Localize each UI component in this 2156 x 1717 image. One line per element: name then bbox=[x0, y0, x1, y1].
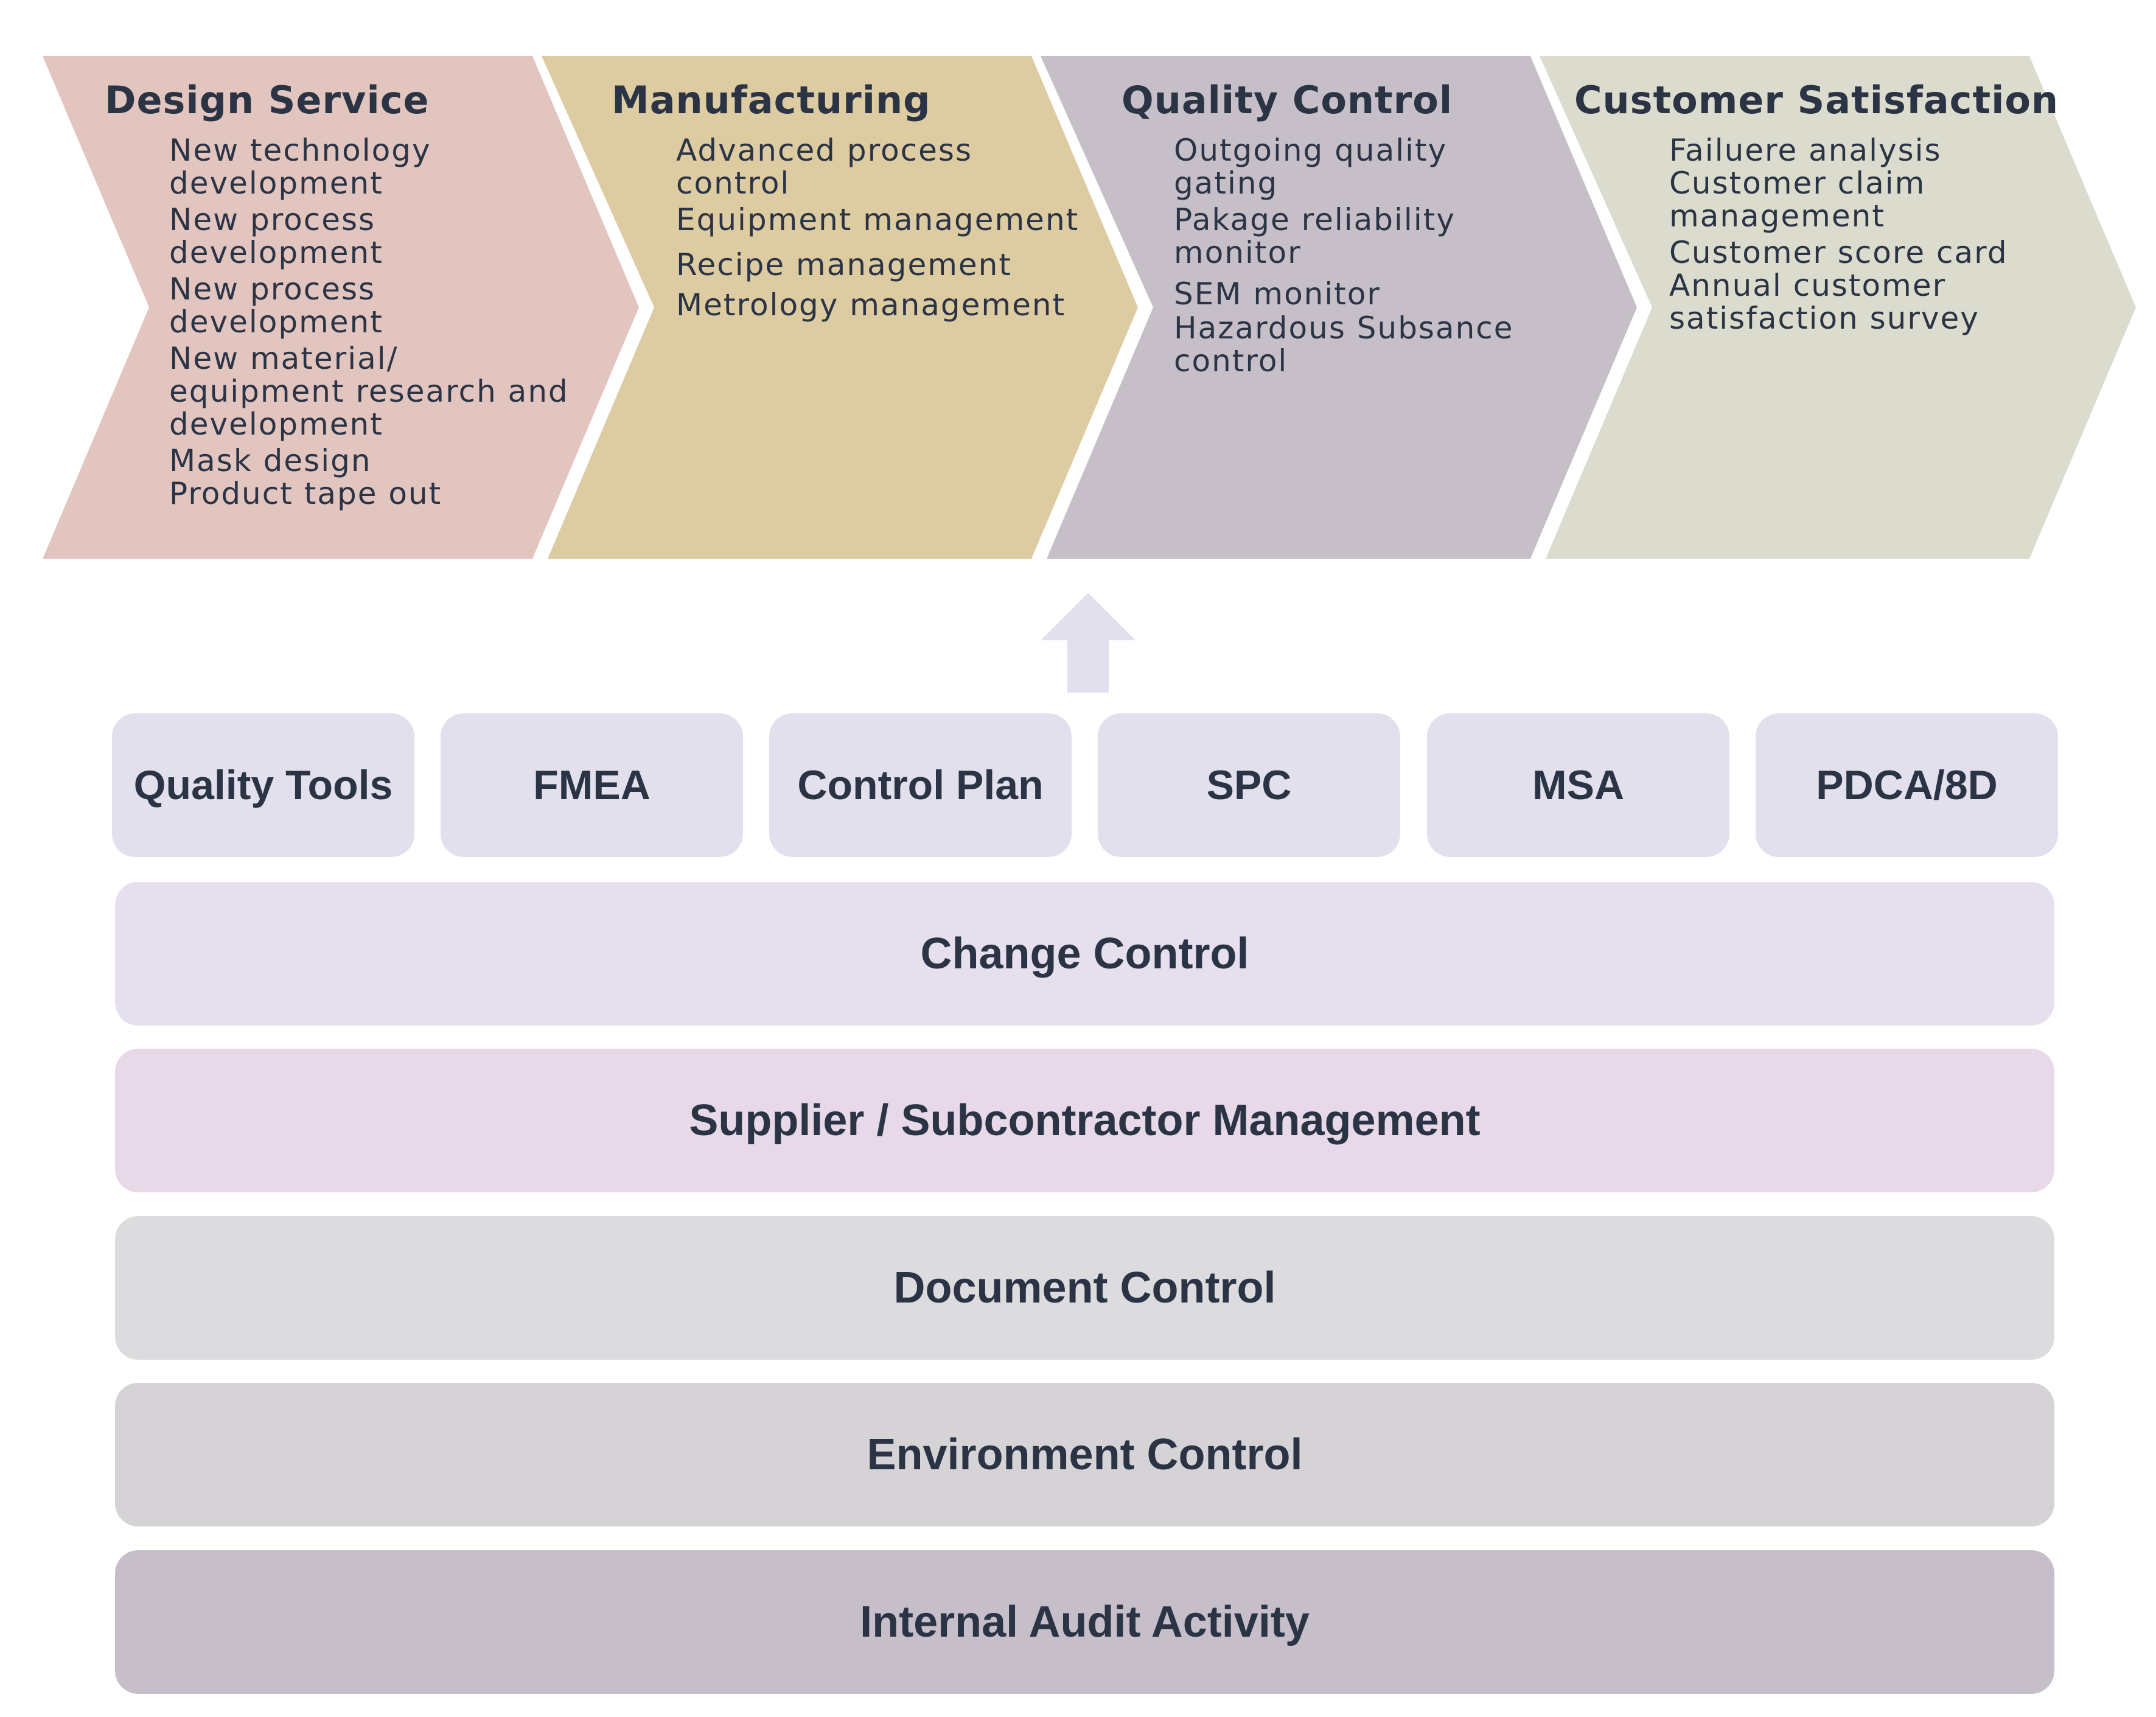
chevron-customer-satisfaction bbox=[1540, 56, 2136, 559]
internal-audit-bar: Internal Audit Activity bbox=[115, 1550, 2054, 1694]
stage-item: Outgoing quality gating bbox=[1174, 133, 1448, 201]
stage-item-list: New technology development New process d… bbox=[169, 134, 569, 510]
stage-item: Hazardous Subsance control bbox=[1174, 310, 1514, 379]
stage-item: Advanced process control bbox=[676, 133, 973, 201]
change-control-bar: Change Control bbox=[115, 882, 2054, 1026]
stage-title: Customer Satisfaction bbox=[1574, 78, 2059, 122]
stage-item: New technology development bbox=[169, 133, 431, 201]
stage-item: Customer claim management bbox=[1669, 166, 1926, 234]
stage-item: Annual customer satisfaction survey bbox=[1669, 268, 1980, 336]
quality-tools-row: Quality Tools FMEA Control Plan SPC MSA … bbox=[112, 713, 2058, 857]
tool-fmea: FMEA bbox=[441, 713, 743, 857]
stage-item: Failuere analysis bbox=[1669, 133, 1942, 168]
document-control-bar: Document Control bbox=[115, 1216, 2054, 1360]
stage-item: Equipment management bbox=[676, 202, 1080, 237]
tool-msa: MSA bbox=[1427, 713, 1729, 857]
stage-item: Product tape out bbox=[169, 476, 442, 511]
chevron-quality-control bbox=[1041, 56, 1637, 559]
chevron-design-service bbox=[43, 56, 639, 559]
stage-item: Pakage reliability monitor bbox=[1174, 202, 1456, 270]
supplier-management-bar: Supplier / Subcontractor Management bbox=[115, 1049, 2054, 1192]
stage-item-list: Failuere analysis Customer claim managem… bbox=[1669, 134, 2059, 335]
stage-item: New process development bbox=[169, 271, 383, 340]
environment-control-bar: Environment Control bbox=[115, 1383, 2054, 1526]
stage-design-service: Design Service New technology developmen… bbox=[105, 72, 569, 514]
stage-customer-satisfaction: Customer Satisfaction Failuere analysis … bbox=[1574, 72, 2059, 338]
stage-item-list: Outgoing quality gating Pakage reliabili… bbox=[1174, 134, 1514, 377]
stage-item: Metrology management bbox=[676, 287, 1066, 323]
stage-quality-control: Quality Control Outgoing quality gating … bbox=[1122, 72, 1514, 381]
tool-control-plan: Control Plan bbox=[769, 713, 1072, 857]
tool-quality-tools: Quality Tools bbox=[112, 713, 414, 857]
stage-manufacturing: Manufacturing Advanced process control E… bbox=[612, 72, 1079, 325]
chevron-manufacturing bbox=[542, 56, 1138, 559]
up-arrow-icon bbox=[1041, 593, 1136, 693]
stage-item: New process development bbox=[169, 202, 383, 270]
process-flow bbox=[43, 56, 2136, 559]
stage-item: New material/ equipment research and dev… bbox=[169, 341, 569, 442]
stage-title: Quality Control bbox=[1122, 78, 1453, 122]
stage-item: SEM monitor bbox=[1174, 276, 1381, 312]
stage-title: Design Service bbox=[105, 78, 430, 122]
stage-item: Recipe management bbox=[676, 247, 1012, 282]
stage-item-list: Advanced process control Equipment manag… bbox=[676, 134, 1079, 321]
stage-item: Mask design bbox=[169, 443, 372, 478]
stage-item: Customer score card bbox=[1669, 235, 2008, 270]
tool-pdca-8d: PDCA/8D bbox=[1756, 713, 2058, 857]
stage-title: Manufacturing bbox=[612, 78, 931, 122]
tool-spc: SPC bbox=[1098, 713, 1400, 857]
